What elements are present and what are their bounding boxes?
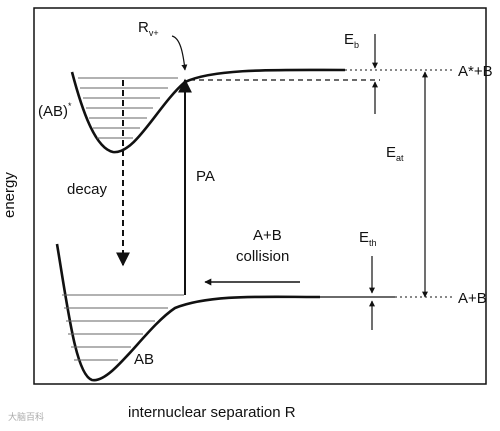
eat-label: Eat <box>386 144 404 163</box>
rv-label: Rv+ <box>138 19 159 38</box>
y-axis-label: energy <box>1 172 18 218</box>
collision-label-line1: A+B <box>253 227 282 244</box>
pa-label: PA <box>196 168 215 185</box>
excited-molecule-label: (AB)* <box>38 101 72 120</box>
eth-label: Eth <box>359 229 377 248</box>
ground-asymptote-label: A+B <box>458 290 487 307</box>
collision-label-line2: collision <box>236 248 289 265</box>
plot-frame <box>33 7 487 385</box>
ground-vibrational-levels <box>62 294 184 361</box>
ground-state-curve <box>55 243 321 382</box>
rv-pointer-arrow <box>171 35 188 71</box>
excited-state-curve <box>70 68 346 154</box>
watermark-text: 大脑百科 <box>8 411 44 422</box>
decay-label: decay <box>67 181 108 198</box>
excited-asymptote-label: A*+B <box>458 63 493 80</box>
ground-molecule-label: AB <box>134 351 154 368</box>
x-axis-label: internuclear separation R <box>128 404 296 421</box>
excited-vibrational-levels <box>78 77 178 139</box>
eb-label: Eb <box>344 31 359 50</box>
